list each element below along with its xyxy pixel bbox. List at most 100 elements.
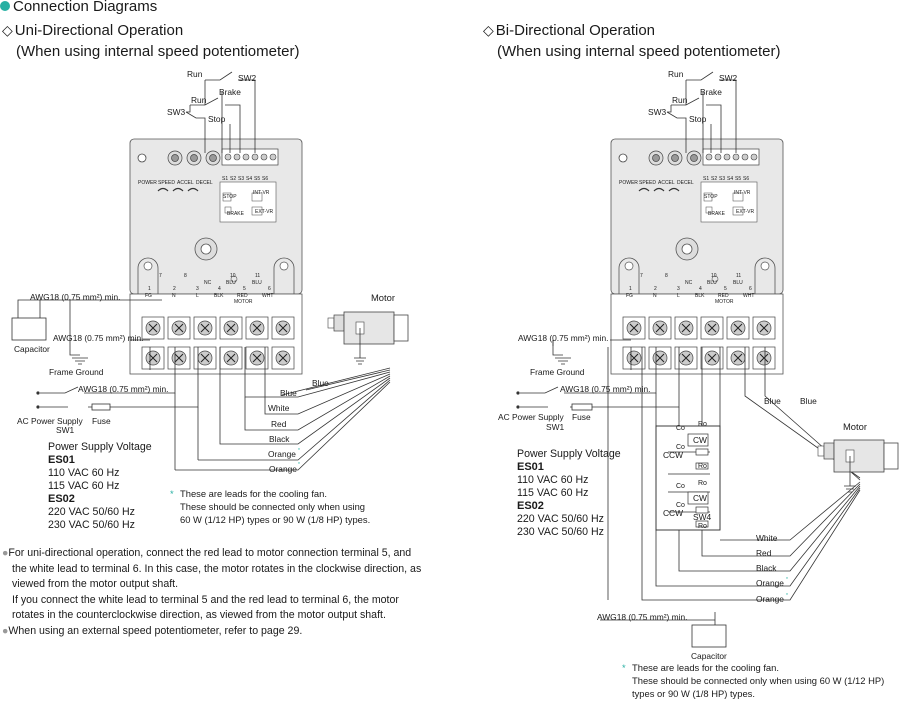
bi-cooling-note: types or 90 W (1/8 HP) types.	[632, 688, 755, 699]
bullet-icon	[0, 1, 10, 11]
uni-ps-line: 110 VAC 60 Hz	[48, 467, 119, 479]
ccw-label: CCW	[663, 508, 683, 518]
knob-label: DECEL	[196, 180, 213, 186]
diamond-icon: ◇	[483, 22, 494, 38]
terminal-num: 4	[699, 286, 702, 292]
uni-lead-orange-2: Orange	[269, 464, 297, 474]
bullet-icon: ●	[2, 624, 9, 637]
uni-title: ◇Uni-Directional Operation	[2, 22, 184, 39]
page-heading: Connection Diagrams	[0, 0, 157, 15]
bi-lead-red: Red	[756, 548, 772, 558]
uni-awg-label-1: AWG18 (0.75 mm²) min.	[30, 292, 120, 302]
uni-ps-model-1: ES01	[48, 454, 75, 466]
bi-cooling-note: These are leads for the cooling fan.	[632, 662, 779, 673]
terminal-name: BLU	[226, 280, 236, 286]
uni-ac-supply-label: AC Power Supply	[17, 416, 83, 426]
uni-lead-blue-1: Blue	[312, 378, 329, 388]
note-line: ●When using an external speed potentiome…	[2, 624, 303, 637]
terminal-num: 8	[184, 273, 187, 279]
terminal-name: N	[172, 293, 176, 299]
asterisk-mark: *	[622, 662, 626, 673]
switch-label: S2	[711, 176, 717, 182]
bi-title: ◇Bi-Directional Operation	[483, 22, 656, 39]
uni-ps-heading: Power Supply Voltage	[48, 441, 152, 453]
terminal-name: RED	[237, 293, 248, 299]
bi-fuse	[571, 403, 593, 411]
bi-awg-label-1: AWG18 (0.75 mm²) min.	[518, 333, 608, 343]
bullet-icon: ●	[2, 547, 9, 559]
uni-diagram: Run SW2 Brake Run SW3 Stop POWER SPEED A…	[11, 69, 409, 531]
bi-cooling-note: These should be connected only when usin…	[632, 675, 884, 686]
terminal-num: 11	[736, 273, 741, 279]
co-label: Co	[676, 444, 685, 451]
bi-ac-supply-label: AC Power Supply	[498, 412, 564, 422]
uni-capacitor-label: Capacitor	[14, 344, 50, 354]
terminal-num: 7	[640, 273, 643, 279]
co-label: Co	[676, 502, 685, 509]
ext-vr-mark: EXT-VR	[255, 209, 273, 215]
terminal-name: BLK	[695, 293, 705, 299]
terminal-num: 3	[196, 286, 199, 292]
bi-stop-label: Stop	[689, 114, 707, 124]
terminal-num: 3	[677, 286, 680, 292]
uni-notes: ●For uni-directional operation, connect …	[2, 546, 442, 640]
terminal-name: FG	[145, 293, 152, 299]
terminal-num: 2	[654, 286, 657, 292]
uni-ps-line: 220 VAC 50/60 Hz	[48, 506, 135, 518]
bi-ps-line: 115 VAC 60 Hz	[517, 487, 588, 499]
ccw-label: CCW	[663, 450, 683, 460]
terminal-name: BLU	[733, 280, 743, 286]
switch-label: S5	[735, 176, 741, 182]
switch-label: S5	[254, 176, 260, 182]
uni-ps-line: 230 VAC 50/60 Hz	[48, 519, 135, 531]
terminal-name: NC	[204, 280, 212, 286]
knob-label: SPEED	[158, 180, 175, 186]
bi-sw1-label: SW1	[546, 422, 564, 432]
diamond-icon: ◇	[2, 22, 13, 38]
bi-ps-heading: Power Supply Voltage	[517, 448, 621, 460]
terminal-num: 11	[255, 273, 260, 279]
switch-label: S2	[230, 176, 236, 182]
terminal-name: WHT	[743, 293, 754, 299]
note-line: viewed from the motor output shaft.	[12, 578, 179, 591]
asterisk-mark: *	[786, 577, 788, 583]
terminal-num: 6	[749, 286, 752, 292]
brake-mark: BRAKE	[227, 211, 245, 217]
uni-sw3-label: SW3	[167, 107, 185, 117]
asterisk-mark: *	[170, 488, 174, 499]
co-label: Co	[676, 483, 685, 490]
knob-label: POWER	[138, 180, 157, 186]
ro-label: Ro	[698, 463, 707, 470]
bi-awg-label-2: AWG18 (0.75 mm²) min.	[560, 384, 650, 394]
bi-lead-blue-1: Blue	[764, 396, 781, 406]
uni-capacitor	[11, 317, 47, 341]
uni-brake-label: Brake	[219, 87, 241, 97]
uni-sw1-label: SW1	[56, 425, 74, 435]
uni-lead-blue-2: Blue	[280, 388, 297, 398]
cw-label: CW	[693, 435, 707, 445]
uni-awg-label-2: AWG18 (0.75 mm²) min.	[53, 333, 143, 343]
terminal-num: 10	[711, 273, 717, 279]
uni-sw2-label: SW2	[238, 73, 256, 83]
uni-lead-white: White	[268, 403, 290, 413]
terminal-num: 5	[243, 286, 246, 292]
terminal-num: 7	[159, 273, 162, 279]
bi-awg-label-3: AWG18 (0.75 mm²) min.	[597, 612, 687, 622]
uni-cooling-note: These are leads for the cooling fan.	[180, 488, 327, 499]
bi-lead-orange-1: Orange	[756, 578, 784, 588]
stop-mark: STOP	[704, 194, 718, 200]
brake-mark: BRAKE	[708, 211, 726, 217]
uni-fuse-label: Fuse	[92, 416, 111, 426]
terminal-num: 10	[230, 273, 236, 279]
uni-lead-orange-1: Orange	[268, 449, 296, 459]
ext-vr-mark: EXT-VR	[736, 209, 754, 215]
bi-sw2-label: SW2	[719, 73, 737, 83]
terminal-num: 4	[218, 286, 221, 292]
uni-awg-label-3: AWG18 (0.75 mm²) min.	[78, 384, 168, 394]
uni-motor-label: Motor	[371, 292, 395, 303]
terminal-name: RED	[718, 293, 729, 299]
switch-label: S6	[743, 176, 749, 182]
asterisk-mark: *	[298, 448, 300, 454]
bi-subtitle: (When using internal speed potentiometer…	[497, 43, 781, 60]
